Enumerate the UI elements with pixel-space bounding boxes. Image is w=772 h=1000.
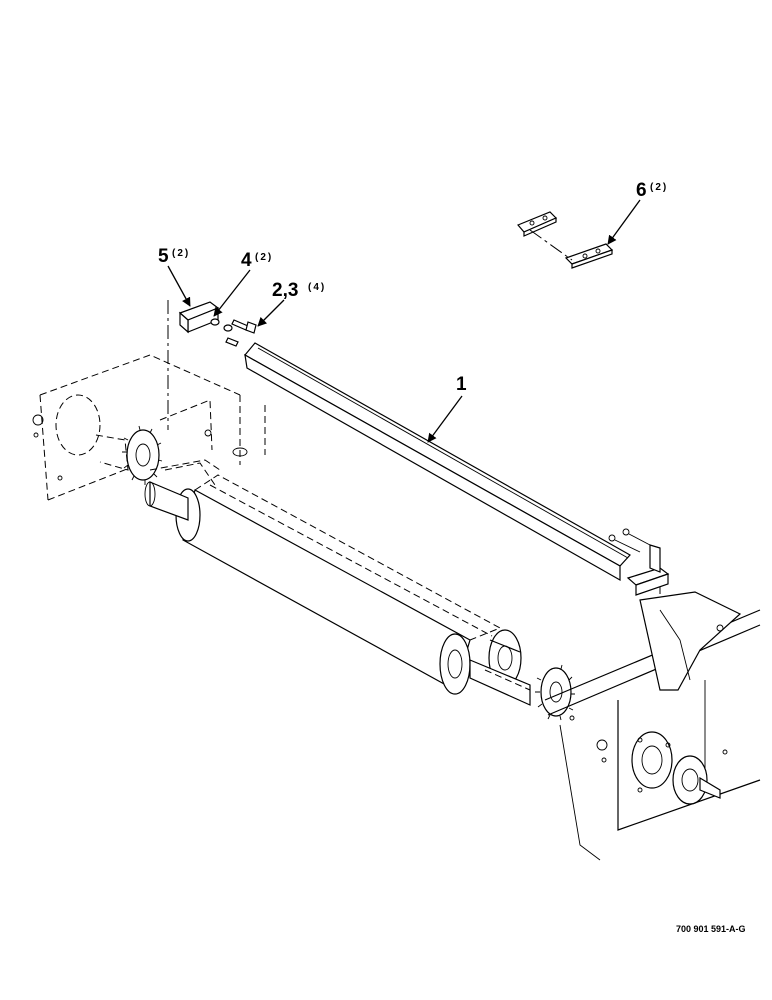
callout-quantity: (2)	[172, 248, 190, 259]
bolts-part-2-3	[225, 319, 257, 347]
leader-arrow	[607, 199, 641, 245]
callout-4: 4(2)	[213, 250, 273, 317]
callout-quantity: (2)	[650, 182, 668, 193]
callout-label: 2,3	[272, 280, 298, 301]
callout-label: 4	[241, 250, 252, 271]
leader-arrow	[213, 269, 251, 317]
callout-label: 1	[456, 374, 467, 395]
angle-bar-part-1	[244, 342, 631, 582]
callout-quantity: (4)	[308, 282, 326, 293]
leader-arrow	[257, 299, 285, 327]
leader-arrow	[167, 265, 191, 307]
callout-label: 5	[158, 246, 169, 267]
callout-label: 6	[636, 180, 647, 201]
roller-cylinder	[144, 459, 502, 695]
right-frame	[544, 580, 761, 861]
left-bracket-part-5	[178, 301, 220, 334]
callout-5: 5(2)	[158, 246, 191, 307]
clips-part-6	[517, 211, 614, 269]
callout-6: 6(2)	[607, 180, 668, 245]
right-bracket	[608, 528, 670, 596]
leader-arrow	[427, 395, 463, 443]
document-number: 700 901 591-A-G	[676, 924, 746, 934]
left-sprocket	[122, 425, 163, 485]
callout-1: 1	[427, 374, 467, 443]
washer-part-4	[210, 318, 233, 332]
callout-quantity: (2)	[255, 252, 273, 263]
rear-roller	[164, 462, 531, 706]
right-sprocket	[535, 664, 575, 721]
callout-2-3: 2,3 (4)	[257, 280, 326, 327]
